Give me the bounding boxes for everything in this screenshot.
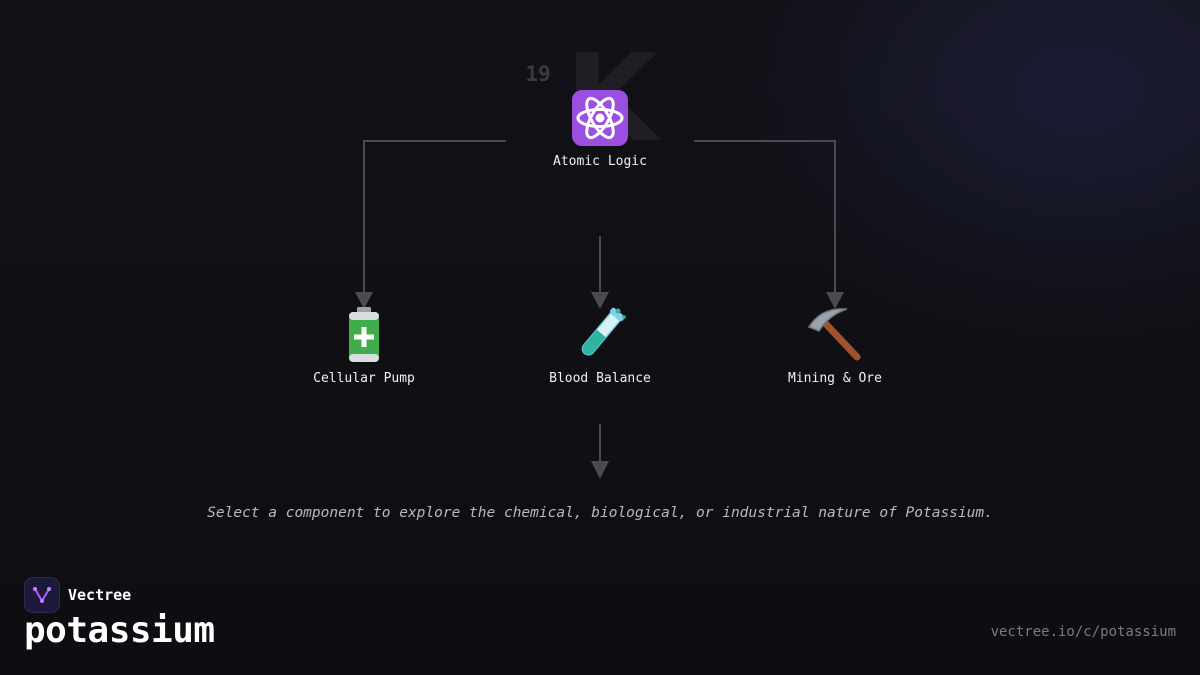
node-label-blood-balance: Blood Balance (549, 371, 651, 386)
page-url[interactable]: vectree.io/c/potassium (990, 624, 1176, 640)
arrowhead-caption (591, 461, 609, 479)
vectree-logo-icon (24, 577, 60, 613)
node-label-atomic-logic: Atomic Logic (553, 154, 647, 169)
arrowhead-cellular-pump (355, 292, 373, 309)
brand-name: Vectree (68, 586, 132, 604)
arrowhead-mining-ore (826, 292, 844, 309)
node-mining-ore[interactable]: Mining & Ore (745, 303, 925, 386)
atom-icon (572, 90, 628, 146)
instruction-caption: Select a component to explore the chemic… (207, 505, 993, 521)
node-atomic-logic[interactable]: Atomic Logic (510, 86, 690, 169)
test-tube-icon (581, 307, 626, 356)
connector-to-mining-ore (694, 140, 836, 295)
node-cellular-pump[interactable]: Cellular Pump (274, 303, 454, 386)
topic-title: potassium (24, 610, 215, 651)
node-label-cellular-pump: Cellular Pump (313, 371, 415, 386)
battery-icon (349, 307, 379, 362)
connector-to-cellular-pump (363, 140, 506, 295)
node-blood-balance[interactable]: Blood Balance (510, 303, 690, 386)
node-label-mining-ore: Mining & Ore (788, 371, 882, 386)
atomic-number: 19 (525, 62, 551, 86)
arrowhead-blood-balance (591, 292, 609, 309)
brand[interactable]: Vectree (24, 577, 131, 613)
pickaxe-icon (807, 308, 861, 361)
